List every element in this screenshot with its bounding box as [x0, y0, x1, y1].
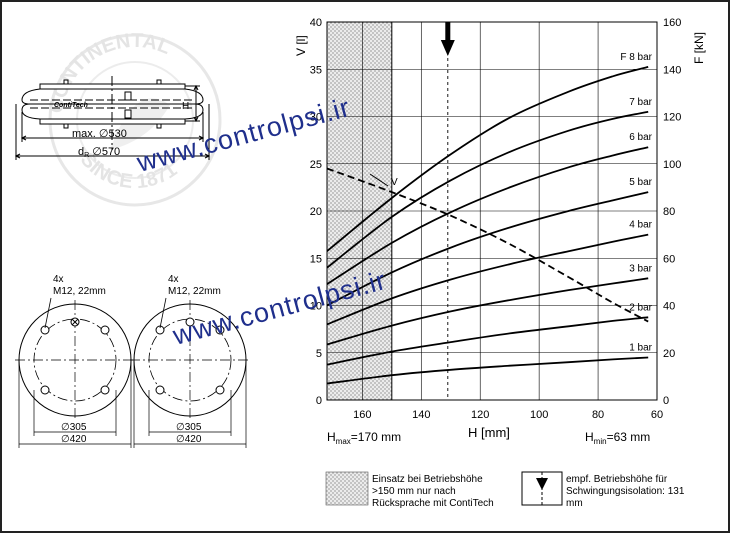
- leader-line: [44, 297, 52, 329]
- legend-shaded-text: Einsatz bei Betriebshöhe >150 mm nur nac…: [372, 474, 494, 509]
- height-dimension-label: H: [182, 101, 189, 112]
- brand-label-contitech: ContiTech: [54, 102, 88, 109]
- x-tick-label: 120: [471, 409, 489, 421]
- y-left-tick-label: 20: [310, 206, 322, 218]
- bolt-hole: [100, 385, 110, 395]
- x-tick-label: 80: [592, 409, 604, 421]
- force-curve: [326, 191, 649, 307]
- arrow-down-icon: [536, 478, 548, 490]
- hmin-label: Hmin=63 mm: [585, 430, 650, 446]
- force-curve-label: 7 bar: [629, 97, 652, 108]
- force-curve: [326, 356, 649, 385]
- y-left-tick-label: 30: [310, 112, 322, 124]
- hole-count-label: 4x: [168, 274, 179, 285]
- force-curve-label: F 8 bar: [620, 52, 652, 63]
- y-left-tick-label: 5: [316, 348, 322, 360]
- max-diameter-label: max. ∅530: [72, 128, 127, 140]
- force-curve: [326, 110, 649, 269]
- outer-diameter-label: ∅420: [61, 434, 87, 445]
- force-curve-label: 5 bar: [629, 177, 652, 188]
- y-right-tick-label: 0: [663, 395, 669, 407]
- force-curve-label: 4 bar: [629, 220, 652, 231]
- force-curve-label: 1 bar: [629, 342, 652, 353]
- y-left-tick-label: 35: [310, 64, 322, 76]
- y-left-tick-label: 40: [310, 17, 322, 29]
- x-tick-label: 100: [530, 409, 548, 421]
- y-left-tick-label: 0: [316, 395, 322, 407]
- y-left-tick-label: 25: [310, 159, 322, 171]
- x-tick-label: 140: [412, 409, 430, 421]
- force-curve: [326, 146, 649, 285]
- force-curve-label: 3 bar: [629, 263, 652, 274]
- y-right-tick-label: 100: [663, 159, 681, 171]
- y-right-tick-label: 20: [663, 348, 675, 360]
- y-right-tick-label: 60: [663, 253, 675, 265]
- inner-diameter-label: ∅305: [176, 422, 202, 433]
- bolt-hole: [40, 385, 50, 395]
- inner-diameter-label: ∅305: [61, 422, 87, 433]
- y-left-axis-title: V [l]: [294, 35, 308, 56]
- legend: Einsatz bei Betriebshöhe >150 mm nur nac…: [325, 471, 687, 509]
- y-right-axis-title: F [kN]: [692, 32, 706, 64]
- hole-count-label: 4x: [53, 274, 64, 285]
- force-curve-label: 2 bar: [629, 302, 652, 313]
- dr-diameter-label: dR ∅570: [78, 146, 120, 159]
- y-right-tick-label: 140: [663, 64, 681, 76]
- volume-curve-label: V: [391, 177, 398, 188]
- bolt-hole: [155, 385, 165, 395]
- force-curve: [326, 277, 649, 346]
- volume-curve: [326, 167, 649, 323]
- inlet-cross-mark: [71, 318, 79, 326]
- y-right-tick-label: 120: [663, 112, 681, 124]
- legend-arrow-text: empf. Betriebshöhe für Schwingungsisolat…: [566, 474, 687, 509]
- recommended-height-arrow-shaft: [445, 22, 451, 42]
- force-curve: [326, 66, 649, 252]
- thread-spec-label: M12, 22mm: [53, 286, 106, 297]
- y-right-tick-label: 40: [663, 301, 675, 313]
- x-axis-title: H [mm]: [468, 425, 510, 440]
- y-left-tick-label: 15: [310, 253, 322, 265]
- bolt-hole: [100, 325, 110, 335]
- arrow-down-icon: [440, 40, 455, 56]
- force-curve-label: 6 bar: [629, 132, 652, 143]
- force-curve: [326, 233, 649, 326]
- y-right-tick-label: 160: [663, 17, 681, 29]
- legend-shaded-swatch: [325, 471, 369, 506]
- y-right-tick-label: 80: [663, 206, 675, 218]
- x-tick-label: 60: [651, 409, 663, 421]
- hmax-label: Hmax=170 mm: [327, 430, 401, 446]
- leader-line: [159, 297, 167, 329]
- air-inlet-hole: [185, 317, 195, 327]
- bellows-side-view: [14, 76, 211, 160]
- x-tick-label: 160: [353, 409, 371, 421]
- outer-diameter-label: ∅420: [176, 434, 202, 445]
- plot-frame: [326, 21, 658, 401]
- thread-spec-label: M12, 22mm: [168, 286, 221, 297]
- force-curve: [326, 316, 649, 366]
- bolt-hole: [215, 325, 225, 335]
- y-left-tick-label: 10: [310, 301, 322, 313]
- bolt-hole: [215, 385, 225, 395]
- volume-label-leader: [369, 173, 389, 187]
